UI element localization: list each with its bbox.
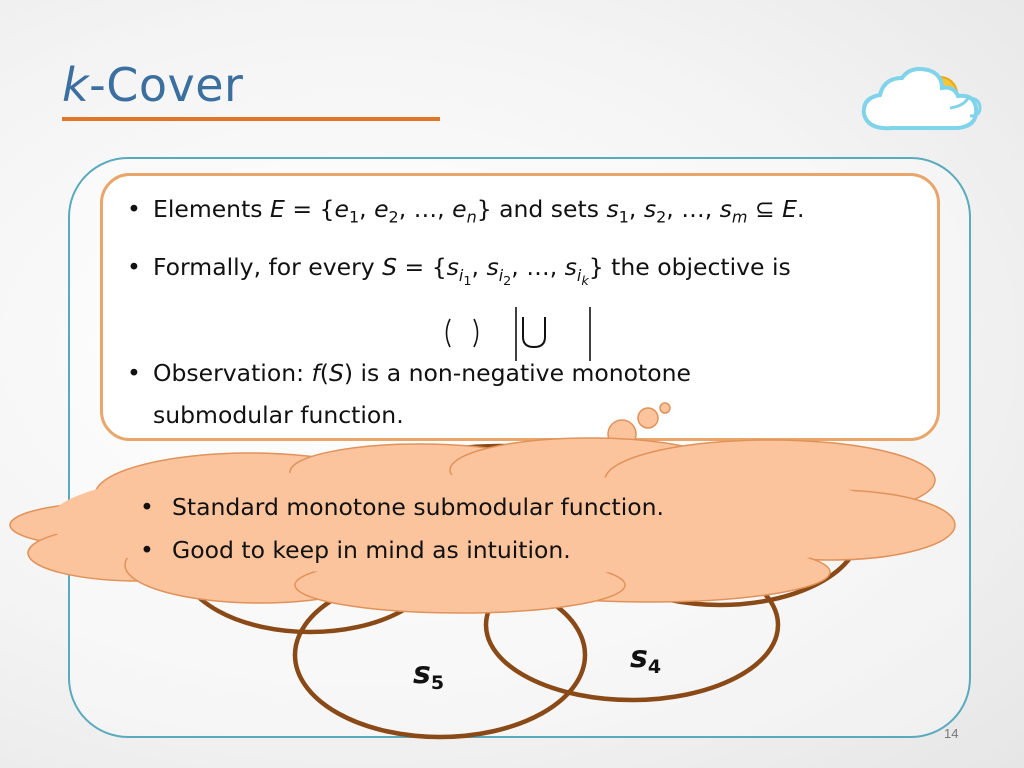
cloud-bullets: •Standard monotone submodular function.•… (140, 493, 664, 564)
definition-box: •Elements E = {e1, e2, …, en} and sets s… (100, 173, 940, 441)
page-number: 14 (944, 726, 959, 741)
bullet-elements: •Elements E = {e1, e2, …, en} and sets s… (127, 195, 805, 227)
cloud-line-2: Good to keep in mind as intuition. (172, 535, 571, 564)
slide-title: k-Cover (62, 58, 244, 112)
cloud-line-1: Standard monotone submodular function. (172, 493, 664, 521)
bullet-observation-cont: submodular function. (153, 401, 404, 429)
set-label-s4: s4 (630, 640, 662, 678)
objective-formula (445, 307, 591, 361)
set-label-s5: s5 (413, 656, 445, 694)
bullet-observation: •Observation: f(S) is a non-negative mon… (127, 359, 692, 387)
bullet-formally: •Formally, for every S = {si1, si2, …, s… (127, 253, 791, 289)
sun-cloud-icon (861, 67, 982, 131)
title-underline (62, 117, 440, 121)
